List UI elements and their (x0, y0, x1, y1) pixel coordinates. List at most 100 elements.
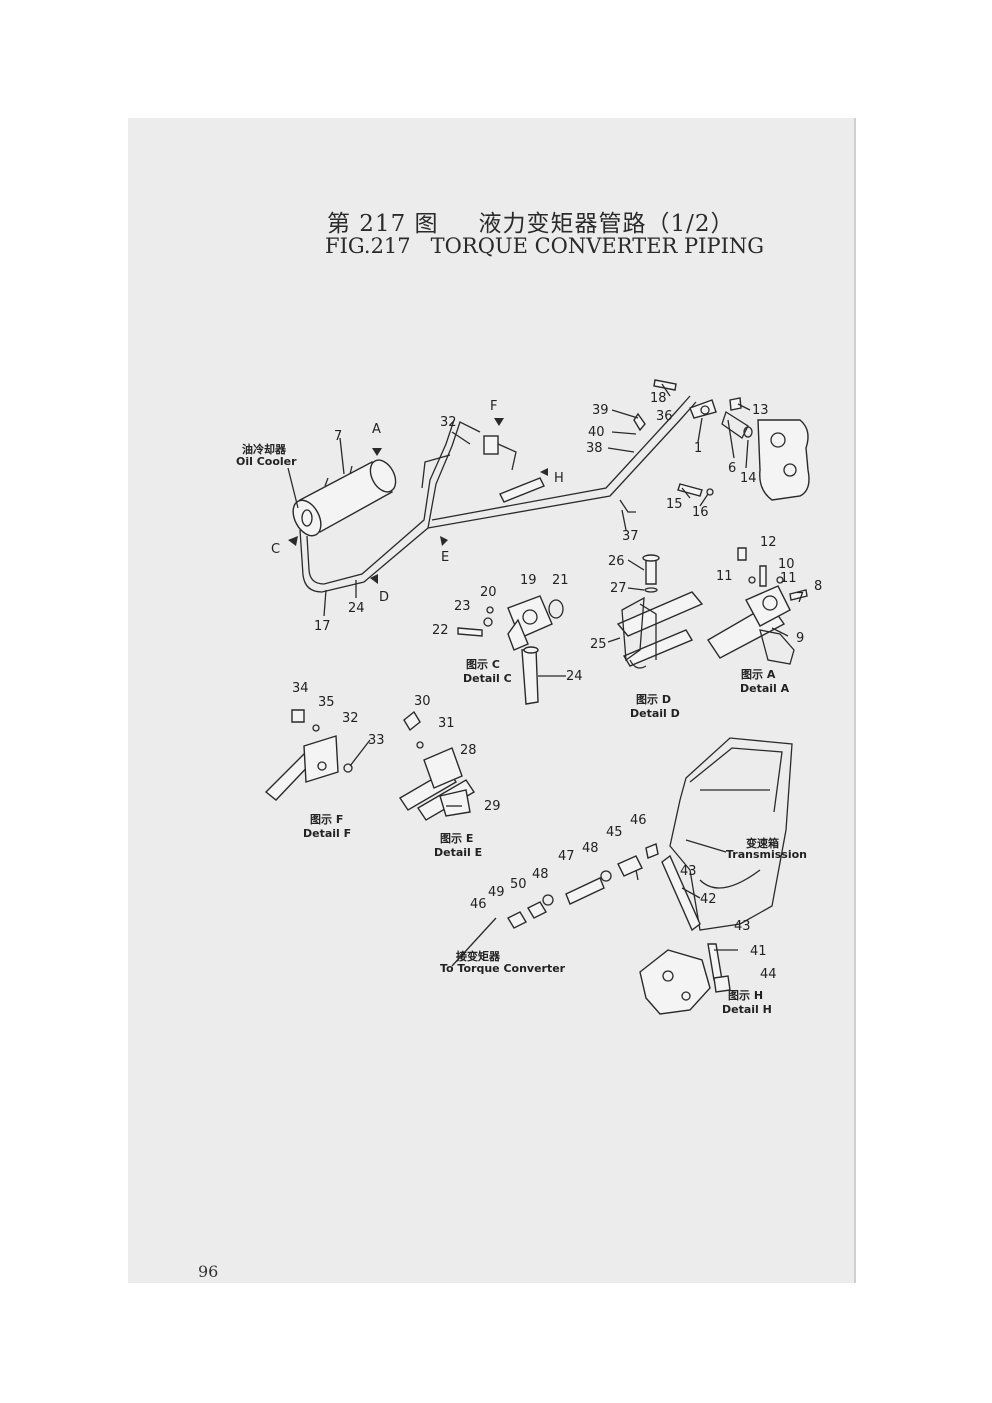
part-number-48: 48 (532, 867, 549, 882)
part-number-41: 41 (750, 944, 767, 959)
cooler-pipes (299, 395, 697, 593)
part-number-36: 36 (656, 409, 673, 424)
part-number-24: 24 (348, 601, 365, 616)
part-number-46: 46 (470, 897, 487, 912)
part-number-18: 18 (650, 391, 667, 406)
part-number-13: 13 (752, 403, 769, 418)
detail-f-caption-cn: 图示 F (310, 813, 343, 826)
transmission-label-en: Transmission (726, 848, 807, 861)
part-number-43: 43 (734, 919, 751, 934)
detail-c-caption-cn: 图示 C (466, 658, 500, 671)
part-number-33: 33 (368, 733, 385, 748)
part-number-6: 6 (728, 461, 736, 476)
part-number-26: 26 (608, 554, 625, 569)
view-letter-a: A (372, 422, 381, 437)
part-number-29: 29 (484, 799, 501, 814)
transmission-label-cn: 变速箱 (746, 836, 779, 850)
view-letter-e: E (441, 550, 449, 565)
part-number-27: 27 (610, 581, 627, 596)
part-number-37: 37 (622, 529, 639, 544)
part-number-7: 7 (796, 591, 804, 606)
part-number-12: 12 (760, 535, 777, 550)
part-number-42: 42 (700, 892, 717, 907)
detail-e-drawing (399, 710, 475, 821)
hose-assembly (507, 843, 659, 929)
to-tc-label-en: To Torque Converter (440, 962, 566, 975)
part-number-30: 30 (414, 694, 431, 709)
transmission-drawing (639, 737, 793, 1015)
part-number-40: 40 (588, 425, 605, 440)
oil-cooler-label-en: Oil Cooler (236, 455, 297, 468)
part-number-1: 1 (694, 441, 702, 456)
part-number-10: 10 (778, 557, 795, 572)
part-number-7: 7 (334, 429, 342, 444)
page-number: 96 (198, 1262, 219, 1281)
detail-e-caption-cn: 图示 E (440, 832, 473, 845)
leader-lines (287, 383, 789, 967)
detail-a-caption-cn: 图示 A (741, 668, 776, 681)
part-number-34: 34 (292, 681, 309, 696)
part-number-25: 25 (590, 637, 607, 652)
part-number-15: 15 (666, 497, 683, 512)
sheet-edge (854, 118, 856, 1283)
part-number-49: 49 (488, 885, 505, 900)
part-number-11: 11 (716, 569, 733, 584)
detail-h-caption-en: Detail H (722, 1003, 772, 1016)
oil-cooler-label-cn: 油冷却器 (242, 442, 287, 456)
detail-f-drawing (264, 709, 353, 801)
part-number-28: 28 (460, 743, 477, 758)
part-number-31: 31 (438, 716, 455, 731)
part-number-14: 14 (740, 471, 757, 486)
part-number-8: 8 (814, 579, 822, 594)
part-number-11: 11 (780, 571, 797, 586)
detail-d-drawing (616, 554, 704, 669)
figure-title-english: FIG.217 TORQUE CONVERTER PIPING (325, 234, 764, 258)
part-number-23: 23 (454, 599, 471, 614)
oil-cooler-drawing (292, 459, 397, 537)
part-number-46: 46 (630, 813, 647, 828)
detail-d-caption-en: Detail D (630, 707, 680, 720)
detail-h-caption-cn: 图示 H (728, 989, 763, 1002)
part-number-16: 16 (692, 505, 709, 520)
to-tc-label-cn: 接变矩器 (456, 949, 501, 963)
part-number-48: 48 (582, 841, 599, 856)
part-number-50: 50 (510, 877, 527, 892)
detail-d-caption-cn: 图示 D (636, 693, 671, 706)
part-number-38: 38 (586, 441, 603, 456)
part-number-47: 47 (558, 849, 575, 864)
part-number-9: 9 (796, 631, 804, 646)
part-number-44: 44 (760, 967, 777, 982)
part-number-24: 24 (566, 669, 583, 684)
detail-c-caption-en: Detail C (463, 672, 512, 685)
detail-f-caption-en: Detail F (303, 827, 351, 840)
view-letter-c: C (271, 542, 280, 557)
view-letter-d: D (379, 590, 389, 605)
part-number-22: 22 (432, 623, 449, 638)
part-number-17: 17 (314, 619, 331, 634)
part-number-39: 39 (592, 403, 609, 418)
view-arrows (288, 418, 548, 584)
view-letter-f: F (490, 399, 497, 414)
scanned-sheet (128, 118, 856, 1283)
part-number-20: 20 (480, 585, 497, 600)
figure-name-en: TORQUE CONVERTER PIPING (430, 234, 765, 258)
view-letter-h: H (554, 471, 564, 486)
detail-e-caption-en: Detail E (434, 846, 482, 859)
figure-number-cn: 第 217 图 (327, 211, 439, 237)
part-number-21: 21 (552, 573, 569, 588)
detail-c-drawing (457, 595, 564, 705)
part-number-32: 32 (342, 711, 359, 726)
clamp-f (483, 435, 517, 471)
figure-name-cn: 液力变矩器管路（1/2） (478, 211, 735, 237)
part-number-43: 43 (680, 864, 697, 879)
figure-title-chinese: 第 217 图 液力变矩器管路（1/2） (327, 204, 735, 238)
figure-number-en: FIG.217 (325, 234, 411, 258)
detail-a-drawing (707, 547, 808, 665)
part-number-32: 32 (440, 415, 457, 430)
detail-a-caption-en: Detail A (740, 682, 790, 695)
pipe-h (499, 477, 545, 503)
part-number-35: 35 (318, 695, 335, 710)
part-number-45: 45 (606, 825, 623, 840)
part-number-19: 19 (520, 573, 537, 588)
